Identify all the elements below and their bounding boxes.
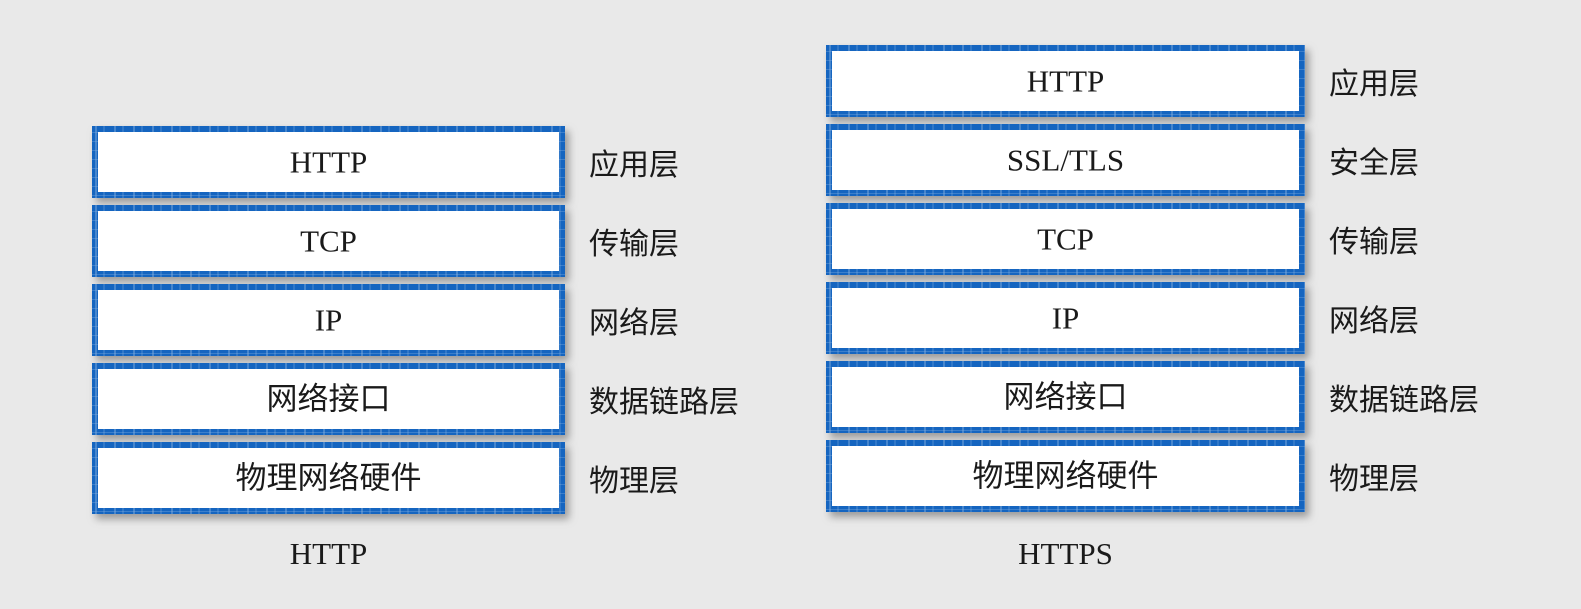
layer-name-label: 数据链路层	[1329, 383, 1479, 417]
layer-name-label: 应用层	[589, 148, 679, 182]
layer-name-label: 物理层	[589, 464, 679, 498]
protocol-box-label: HTTP	[289, 144, 368, 180]
protocol-box: HTTP	[826, 45, 1305, 117]
protocol-box-label: TCP	[1037, 221, 1094, 257]
layer-name-label: 网络层	[589, 306, 679, 340]
protocol-box-label: IP	[1051, 300, 1080, 336]
layer-row: IP 网络层	[92, 284, 679, 363]
protocol-box: SSL/TLS	[826, 124, 1305, 196]
protocol-box: TCP	[92, 205, 565, 277]
layer-row: TCP 传输层	[92, 205, 679, 284]
protocol-box: 网络接口	[826, 361, 1305, 433]
layer-name-label: 传输层	[1329, 225, 1419, 259]
protocol-box-label: SSL/TLS	[1006, 142, 1125, 178]
protocol-box-label: 物理网络硬件	[972, 458, 1159, 494]
protocol-box: TCP	[826, 203, 1305, 275]
protocol-box-label: TCP	[300, 223, 357, 259]
layer-row: 物理网络硬件 物理层	[92, 442, 679, 521]
protocol-box-label: HTTP	[1026, 63, 1105, 99]
protocol-box: 网络接口	[92, 363, 565, 435]
protocol-box: 物理网络硬件	[826, 440, 1305, 512]
layer-name-label: 安全层	[1329, 146, 1419, 180]
stack-caption: HTTP	[289, 536, 368, 571]
layer-name-label: 传输层	[589, 227, 679, 261]
protocol-box: 物理网络硬件	[92, 442, 565, 514]
stack-caption: HTTPS	[1018, 536, 1113, 571]
layer-row: SSL/TLS 安全层	[826, 124, 1419, 203]
protocol-box: IP	[826, 282, 1305, 354]
protocol-box-label: 物理网络硬件	[235, 460, 422, 496]
protocol-box: IP	[92, 284, 565, 356]
protocol-box-label: 网络接口	[266, 381, 391, 417]
layer-row: 网络接口 数据链路层	[92, 363, 739, 442]
protocol-box-label: IP	[314, 302, 343, 338]
layer-row: 网络接口 数据链路层	[826, 361, 1479, 440]
layer-name-label: 网络层	[1329, 304, 1419, 338]
protocol-box: HTTP	[92, 126, 565, 198]
layer-row: 物理网络硬件 物理层	[826, 440, 1419, 519]
protocol-box-label: 网络接口	[1003, 379, 1128, 415]
layer-name-label: 数据链路层	[589, 385, 739, 419]
layer-row: HTTP 应用层	[92, 126, 679, 205]
layer-name-label: 物理层	[1329, 462, 1419, 496]
layer-row: HTTP 应用层	[826, 45, 1419, 124]
http-protocol-stack: HTTP 应用层 TCP 传输层 IP 网络层 网络接口 数据链路层 物理网络硬…	[92, 126, 739, 569]
layer-row: IP 网络层	[826, 282, 1419, 361]
https-protocol-stack: HTTP 应用层 SSL/TLS 安全层 TCP 传输层 IP 网络层 网络接口	[826, 45, 1479, 569]
layer-name-label: 应用层	[1329, 67, 1419, 101]
layer-row: TCP 传输层	[826, 203, 1419, 282]
